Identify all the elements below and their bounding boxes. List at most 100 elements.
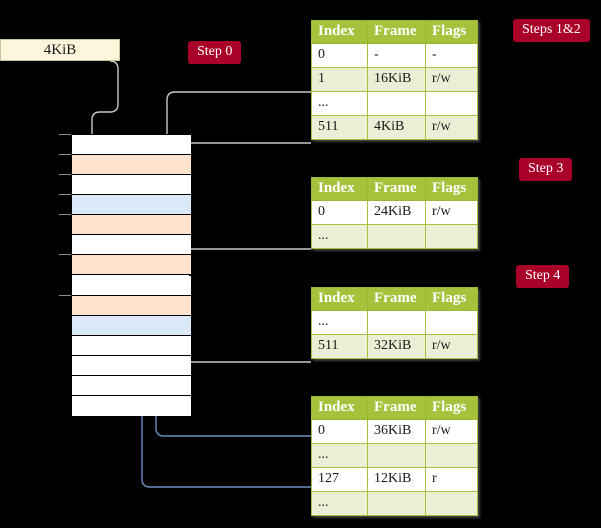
table-row: ...: [311, 443, 478, 468]
table-header-row: Index Frame Flags: [311, 177, 478, 201]
memory-tick: [59, 154, 71, 156]
physical-memory-column: [71, 134, 191, 416]
column-header-flags: Flags: [425, 287, 478, 311]
table-row: ...: [311, 91, 478, 116]
cell-frame: -: [367, 43, 426, 68]
memory-frame-row: [72, 215, 191, 236]
column-header-frame: Frame: [367, 177, 426, 201]
column-header-index: Index: [311, 396, 368, 420]
memory-frame-row: [72, 175, 191, 196]
cell-index: 0: [311, 419, 368, 444]
memory-frame-row: [72, 275, 191, 296]
cell-flags: r/w: [425, 67, 478, 92]
memory-frame-row: [72, 295, 191, 316]
column-header-index: Index: [311, 287, 368, 311]
cell-index: 127: [311, 467, 368, 492]
cell-index: 0: [311, 200, 368, 225]
cell-flags: [425, 310, 478, 335]
memory-tick: [59, 174, 71, 176]
cell-flags: r/w: [425, 115, 478, 140]
cell-frame: 12KiB: [367, 467, 426, 492]
column-header-frame: Frame: [367, 287, 426, 311]
cell-index: 511: [311, 115, 368, 140]
column-header-flags: Flags: [425, 396, 478, 420]
memory-tick: [59, 294, 71, 296]
table-header-row: Index Frame Flags: [311, 396, 478, 420]
cell-flags: [425, 443, 478, 468]
cell-flags: r: [425, 467, 478, 492]
cell-index: 1: [311, 67, 368, 92]
cell-flags: [425, 224, 478, 249]
column-header-index: Index: [311, 20, 368, 44]
cell-frame: [367, 310, 426, 335]
cell-frame: 4KiB: [367, 115, 426, 140]
table-row: 0--: [311, 43, 478, 68]
cell-frame: 32KiB: [367, 334, 426, 359]
cell-flags: r/w: [425, 334, 478, 359]
cell-frame: 36KiB: [367, 419, 426, 444]
source-address-label: 4KiB: [43, 42, 77, 58]
step-badge-step-3: Step 3: [519, 158, 573, 181]
table-row: ...: [311, 310, 478, 335]
cell-index: 0: [311, 43, 368, 68]
column-header-index: Index: [311, 177, 368, 201]
memory-frame-row: [72, 315, 191, 336]
memory-frame-row: [72, 135, 191, 156]
memory-tick: [59, 134, 71, 135]
column-header-flags: Flags: [425, 177, 478, 201]
arrow-step4-table3-to-memory: [171, 326, 311, 363]
memory-frame-row: [72, 235, 191, 256]
cell-frame: [367, 443, 426, 468]
cell-flags: r/w: [425, 200, 478, 225]
cell-frame: [367, 224, 426, 249]
memory-frame-row: [72, 395, 191, 416]
step-badge-step-4: Step 4: [516, 265, 570, 288]
cell-flags: [425, 91, 478, 116]
memory-frame-row: [72, 155, 191, 176]
cell-index: ...: [311, 224, 368, 249]
memory-tick: [59, 214, 71, 216]
cell-frame: 24KiB: [367, 200, 426, 225]
cell-index: ...: [311, 310, 368, 335]
memory-frame-row: [72, 355, 191, 376]
table-header-row: Index Frame Flags: [311, 20, 478, 44]
memory-tick: [59, 254, 71, 256]
cell-frame: 16KiB: [367, 67, 426, 92]
column-header-flags: Flags: [425, 20, 478, 44]
column-header-frame: Frame: [367, 396, 426, 420]
table-row: ...: [311, 224, 478, 249]
cell-flags: -: [425, 43, 478, 68]
memory-frame-row: [72, 255, 191, 276]
cell-flags: r/w: [425, 419, 478, 444]
step-badge-step-0: Step 0: [188, 41, 242, 64]
cell-index: ...: [311, 443, 368, 468]
cell-frame: [367, 91, 426, 116]
memory-frame-row: [72, 335, 191, 356]
source-address-box: 4KiB: [0, 39, 120, 61]
cell-frame: [367, 491, 426, 516]
cell-flags: [425, 491, 478, 516]
memory-frame-row: [72, 195, 191, 216]
arrow-step3-table2-to-memory: [177, 248, 311, 284]
table-header-row: Index Frame Flags: [311, 287, 478, 311]
memory-frame-row: [72, 375, 191, 396]
cell-index: ...: [311, 91, 368, 116]
cell-index: 511: [311, 334, 368, 359]
column-header-frame: Frame: [367, 20, 426, 44]
step-badge-steps-1-2: Steps 1&2: [513, 19, 590, 42]
memory-tick: [59, 194, 71, 196]
